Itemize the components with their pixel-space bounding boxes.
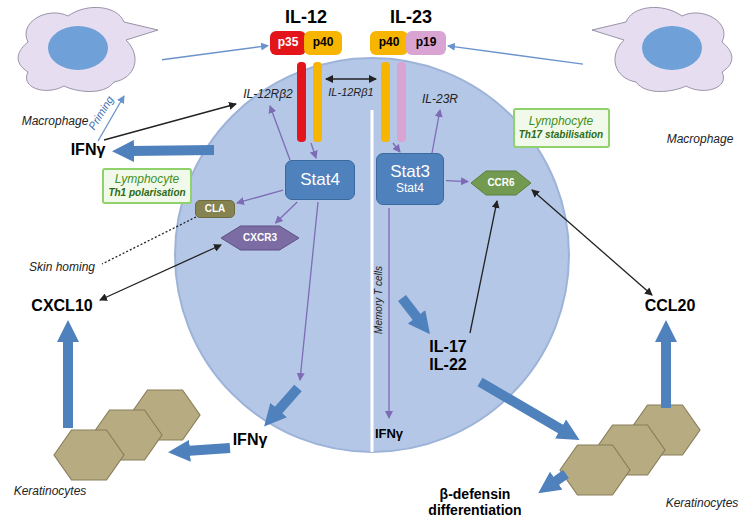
macrophage-nucleus — [642, 26, 702, 70]
cell-type-box: LymphocyteTh17 stabilisation — [513, 108, 610, 148]
macrophage-body — [18, 7, 158, 91]
secretion-arrow — [661, 338, 671, 408]
macrophage-body — [592, 7, 732, 91]
cytokine-subunit: p40 — [304, 31, 342, 55]
annotation-label: IL-23 — [390, 7, 432, 28]
node-text: Th1 polarisation — [108, 187, 185, 199]
transcription-factor: Stat3Stat4 — [376, 153, 444, 205]
keratinocyte-cell — [560, 445, 630, 495]
node-text: Memory T cells — [373, 266, 385, 334]
macrophage-cell: Macrophage — [10, 0, 160, 140]
lymphocyte-cell: Memory T cellsIFNγStat4Stat3Stat4CLACXCR… — [174, 57, 570, 453]
node-content: CXCR3 — [220, 225, 300, 251]
node-text: p40 — [313, 36, 334, 50]
secretion-arrow — [130, 150, 214, 151]
node-text: Lymphocyte — [115, 173, 179, 187]
pathway-arrow — [388, 208, 389, 418]
node-content: Stat4 — [286, 161, 354, 199]
cytokine-subunit: p35 — [270, 31, 306, 55]
annotation-label: IL-17 IL-22 — [419, 338, 477, 375]
macrophage-nucleus — [48, 26, 108, 70]
annotation-label: β-defensin differentiation — [418, 486, 533, 518]
node-content: p35 — [270, 31, 306, 55]
node-text: Stat4 — [396, 182, 424, 196]
node-content: Stat3Stat4 — [377, 154, 443, 204]
annotation-label: IL-12Rβ1 — [328, 86, 373, 99]
transcription-factor: Stat4 — [285, 160, 355, 200]
annotation-label: IL-23R — [422, 93, 458, 107]
cell-divider — [371, 110, 374, 452]
surface-marker: CLA — [195, 200, 235, 218]
receptor-chain — [313, 62, 322, 142]
annotation-label: Skin homing — [29, 261, 95, 275]
keratinocyte-cell — [54, 430, 124, 480]
node-text: Keratinocytes — [14, 485, 87, 499]
node-text: IFNγ — [375, 427, 403, 442]
node-text: CCR6 — [487, 177, 514, 189]
node-text: p40 — [379, 36, 400, 50]
annotation-label: IFNγ — [233, 431, 268, 449]
cell-body — [175, 58, 569, 452]
keratinocyte-group: Keratinocytes — [5, 385, 215, 515]
node-text: Th17 stabilisation — [519, 129, 603, 141]
pathway-arrow — [326, 78, 376, 79]
receptor-hexagon — [221, 226, 299, 250]
macrophage-drawing — [592, 7, 732, 91]
receptor-chain — [397, 62, 406, 142]
keratinocyte-group: Keratinocytes — [540, 400, 748, 525]
secretion-arrow — [553, 474, 566, 483]
node-content: LymphocyteTh1 polarisation — [104, 170, 190, 202]
receptor-chain — [297, 62, 306, 142]
node-text: Macrophage — [667, 133, 734, 147]
signal-connector — [448, 46, 583, 64]
node-text: Stat3 — [390, 162, 430, 182]
chemokine-receptor: CXCR3 — [220, 225, 300, 251]
node-content: CCR6 — [470, 170, 532, 196]
cell-type-box: LymphocyteTh1 polarisation — [102, 168, 192, 204]
node-text: Macrophage — [22, 115, 89, 129]
annotation-label: IFNγ — [71, 141, 106, 159]
node-outline — [174, 57, 570, 453]
node-content: p40 — [370, 31, 408, 55]
node-content: p19 — [406, 31, 446, 55]
node-content: p40 — [304, 31, 342, 55]
receptor-hexagon — [471, 171, 531, 195]
annotation-label: CCL20 — [645, 297, 696, 315]
secretion-arrow — [186, 448, 230, 451]
signal-connector — [162, 46, 268, 60]
node-text: p19 — [416, 36, 437, 50]
macrophage-drawing — [18, 7, 158, 91]
node-content: CLA — [196, 201, 234, 217]
node-text: Keratinocytes — [666, 497, 739, 511]
node-content: LymphocyteTh17 stabilisation — [515, 110, 608, 146]
annotation-label: IL-12 — [285, 7, 327, 28]
node-text: CLA — [205, 203, 226, 215]
secretion-arrow — [63, 338, 73, 428]
cytokine-subunit: p19 — [406, 31, 446, 55]
node-text: Stat4 — [300, 170, 340, 190]
node-text: CXCR3 — [243, 232, 277, 244]
node-text: Lymphocyte — [529, 115, 593, 129]
chemokine-receptor: CCR6 — [470, 170, 532, 196]
node-text: p35 — [278, 36, 299, 50]
receptor-chain — [381, 62, 390, 142]
annotation-label: IL-12Rβ2 — [243, 88, 293, 102]
cytokine-subunit: p40 — [370, 31, 408, 55]
annotation-label: Priming — [86, 94, 116, 132]
annotation-label: CXCL10 — [31, 297, 92, 315]
